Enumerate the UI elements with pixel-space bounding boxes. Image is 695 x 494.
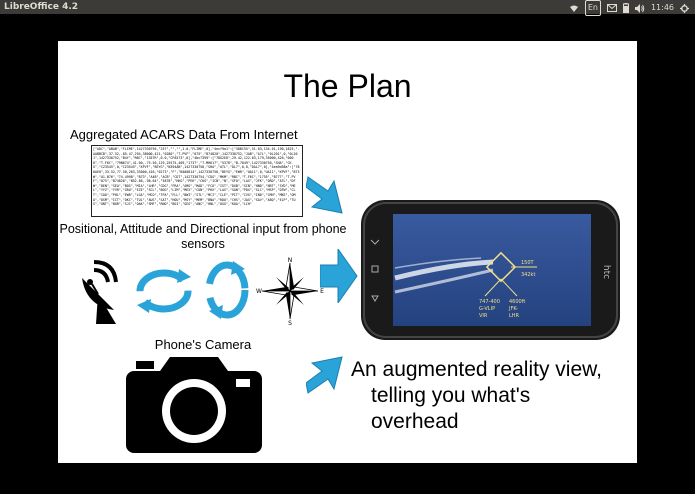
rotate-vertical-icon [205, 261, 249, 319]
mail-icon[interactable] [606, 4, 617, 12]
compass-n: N [288, 257, 293, 264]
volume-icon[interactable] [634, 3, 645, 13]
camera-icon [126, 357, 262, 453]
arrow-right-up-icon [306, 356, 343, 394]
compass-e: E [320, 288, 324, 295]
wifi-icon[interactable] [569, 4, 579, 13]
ar-registration: G-VLIP [479, 306, 495, 312]
compass-rose-icon: N S E W [256, 257, 324, 326]
compass-s: S [288, 320, 292, 326]
phone-ar-image: 150T 342kt 747-400 G-VLIP VIR 4600ft JFK… [361, 200, 620, 340]
gear-icon[interactable] [680, 3, 689, 13]
ar-airline: VIR [479, 313, 488, 319]
ar-route-to: LHR [509, 313, 520, 319]
satellite-dish-icon [82, 260, 118, 324]
sensors-label: Positional, Attitude and Directional inp… [59, 222, 347, 251]
arrow-right-icon [320, 249, 358, 303]
result-line-2: telling you what's [371, 384, 531, 407]
right-margin [637, 41, 695, 463]
arrow-right-down-icon [306, 176, 343, 214]
ar-route-from: JFK- [508, 306, 518, 312]
app-title: LibreOffice 4.2 [4, 2, 79, 12]
system-tray: En 11:46 [569, 0, 689, 16]
ar-speed: 342kt [521, 272, 535, 278]
acars-label: Aggregated ACARS Data From Internet [58, 127, 637, 142]
top-panel: LibreOffice 4.2 En 11:46 [0, 0, 695, 16]
ar-altitude: 4600ft [509, 299, 525, 305]
presentation-slide: The Plan Aggregated ACARS Data From Inte… [58, 41, 637, 463]
ar-aircraft-type: 747-400 [479, 299, 500, 305]
result-text: An augmented reality view, telling you w… [351, 357, 637, 435]
slide-title: The Plan [283, 68, 412, 104]
clock[interactable]: 11:46 [650, 3, 674, 12]
compass-w: W [256, 288, 262, 295]
acars-label-text: Aggregated ACARS Data From Internet [70, 127, 298, 142]
phone-brand: htc [601, 265, 611, 279]
keyboard-layout-indicator[interactable]: En [584, 0, 601, 16]
ar-heading: 150T [521, 260, 535, 266]
rotate-horizontal-icon [136, 269, 192, 313]
result-line-1: An augmented reality view, [351, 358, 602, 381]
result-line-3: overhead [371, 410, 459, 433]
camera-label: Phone's Camera [154, 337, 252, 352]
battery-icon[interactable] [622, 3, 629, 13]
acars-data-block: ["ADC","ABAB","FLIME",1427330795,"257","… [91, 145, 303, 217]
